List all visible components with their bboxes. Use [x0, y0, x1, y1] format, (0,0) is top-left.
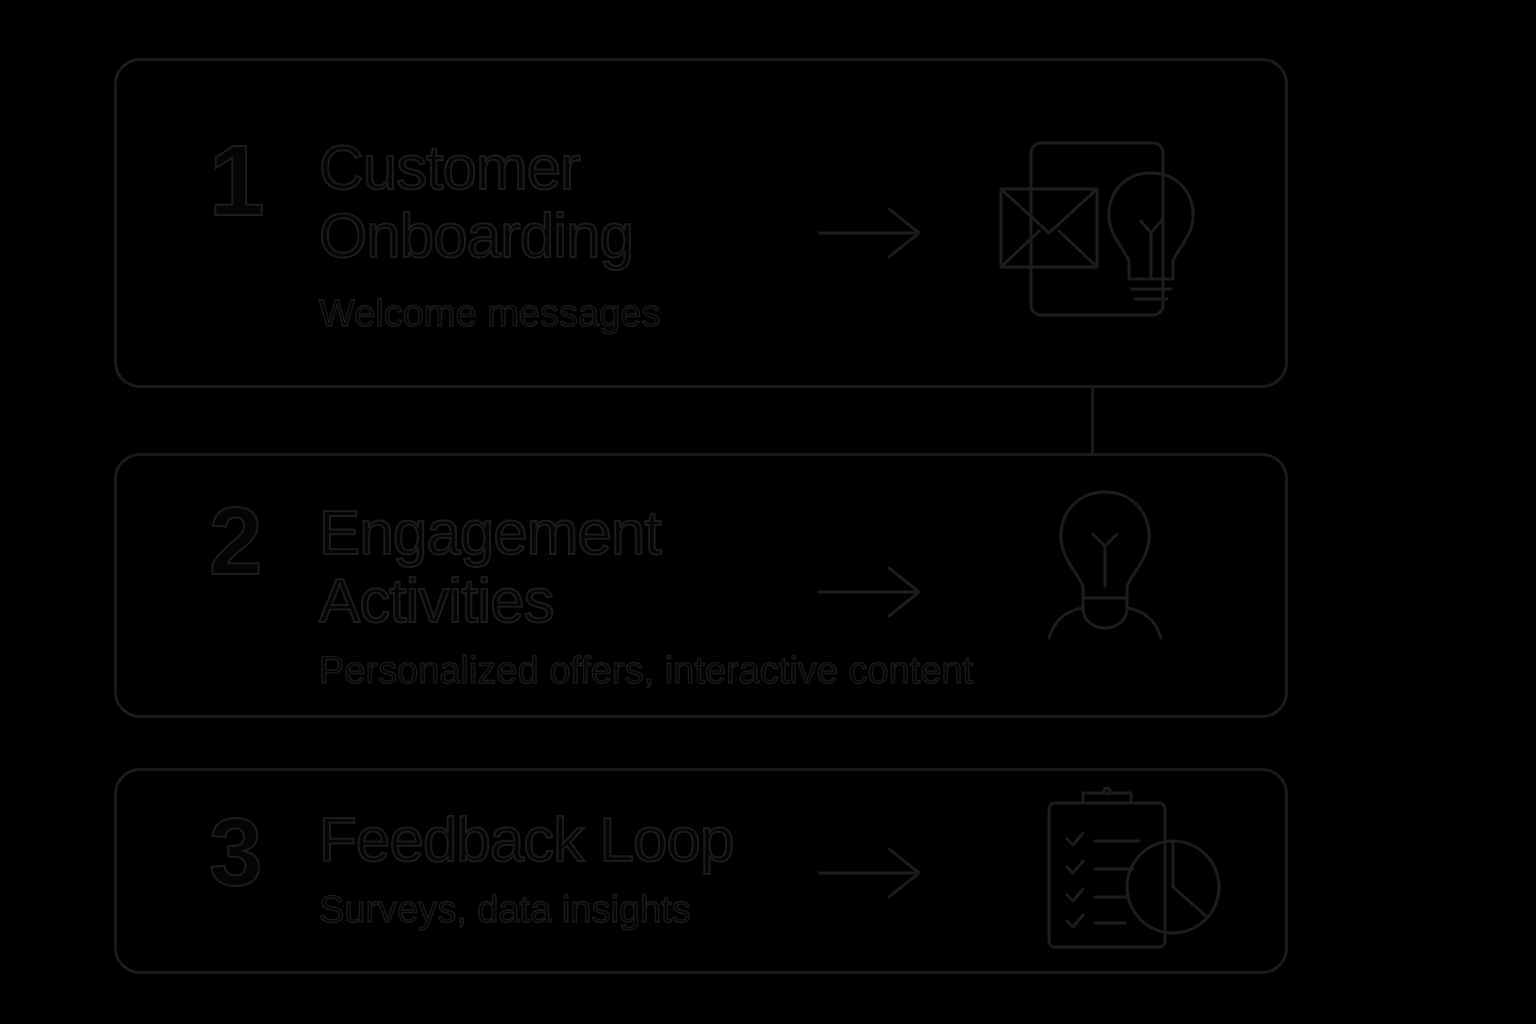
step-subtitle: Personalized offers, interactive content — [318, 649, 974, 692]
step-number: 2 — [208, 488, 263, 595]
step-card-feedback: 3 Feedback Loop Surveys, data insights — [114, 768, 1288, 974]
step-card-engagement: 2 Engagement Activities Personalized off… — [114, 453, 1288, 718]
connector-line — [1091, 388, 1094, 453]
step-title: Customer Onboarding — [318, 134, 635, 272]
step-card-onboarding: 1 Customer Onboarding Welcome messages — [114, 58, 1288, 388]
step-subtitle: Welcome messages — [318, 292, 661, 335]
step-subtitle: Surveys, data insights — [318, 888, 691, 931]
step-number: 3 — [208, 799, 263, 906]
right-arrow-icon — [817, 847, 921, 899]
lightbulb-person-icon — [1047, 490, 1163, 640]
step-title: Engagement Activities — [318, 499, 663, 637]
step-title: Feedback Loop — [318, 806, 735, 876]
right-arrow-icon — [817, 207, 921, 259]
envelope-lightbulb-icon — [999, 141, 1195, 317]
right-arrow-icon — [817, 566, 921, 618]
clipboard-chart-icon — [1047, 787, 1221, 949]
step-number: 1 — [208, 125, 266, 237]
